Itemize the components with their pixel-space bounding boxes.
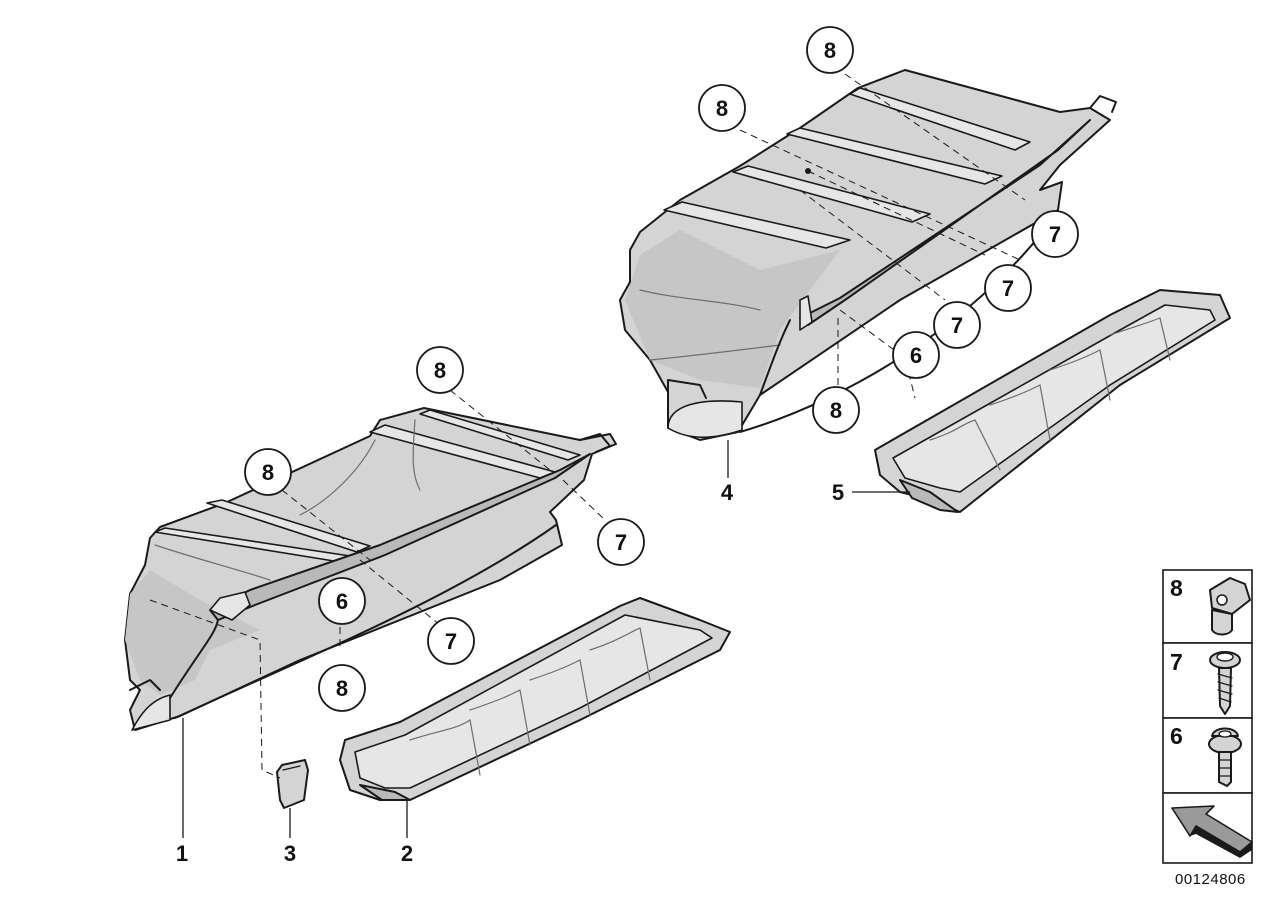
callout-8: 8 [806,26,854,74]
collar-screw-icon [1208,727,1242,787]
svg-text:2: 2 [401,841,413,866]
callout-8: 8 [416,346,464,394]
callout-7: 7 [1031,210,1079,258]
callout-7: 7 [597,518,645,566]
tapping-screw-icon [1209,651,1241,715]
svg-text:3: 3 [284,841,296,866]
part-5-tray [874,289,1231,513]
assembly-lines [149,73,1026,779]
svg-text:6: 6 [336,589,348,614]
legend-number-8: 8 [1170,575,1183,601]
svg-text:7: 7 [1002,276,1014,301]
legend-panel: 8 7 6 [1162,569,1253,864]
part-label-5: 5 [832,480,844,505]
svg-text:8: 8 [824,38,836,63]
part-label-1: 1 [176,841,188,866]
svg-text:4: 4 [721,480,734,505]
callout-8: 8 [698,84,746,132]
callout-8: 8 [318,664,366,712]
svg-text:5: 5 [832,480,844,505]
callout-7: 7 [933,301,981,349]
part-label-3: 3 [284,841,296,866]
callout-8: 8 [812,386,860,434]
part-3-cover [276,759,309,809]
callout-6: 6 [892,331,940,379]
clip-nut-icon [1209,577,1251,636]
part-label-4: 4 [721,480,734,505]
part-leaders [182,440,910,838]
svg-text:1: 1 [176,841,188,866]
svg-text:8: 8 [830,398,842,423]
direction-arrow-icon [1171,805,1253,858]
part-2-tray [339,597,731,801]
svg-text:6: 6 [910,343,922,368]
svg-text:7: 7 [615,530,627,555]
part-4-shelf [619,69,1117,441]
callout-6: 6 [318,577,366,625]
callout-7: 7 [984,264,1032,312]
svg-text:8: 8 [716,96,728,121]
svg-text:8: 8 [336,676,348,701]
legend-number-7: 7 [1170,649,1183,675]
svg-text:8: 8 [262,460,274,485]
svg-text:7: 7 [445,629,457,654]
document-number: 00124806 [1175,871,1246,888]
svg-text:8: 8 [434,358,446,383]
callout-8: 8 [244,448,292,496]
part-label-2: 2 [401,841,413,866]
legend-number-6: 6 [1170,723,1183,749]
svg-text:7: 7 [951,313,963,338]
callout-7: 7 [427,617,475,665]
svg-text:7: 7 [1049,222,1061,247]
